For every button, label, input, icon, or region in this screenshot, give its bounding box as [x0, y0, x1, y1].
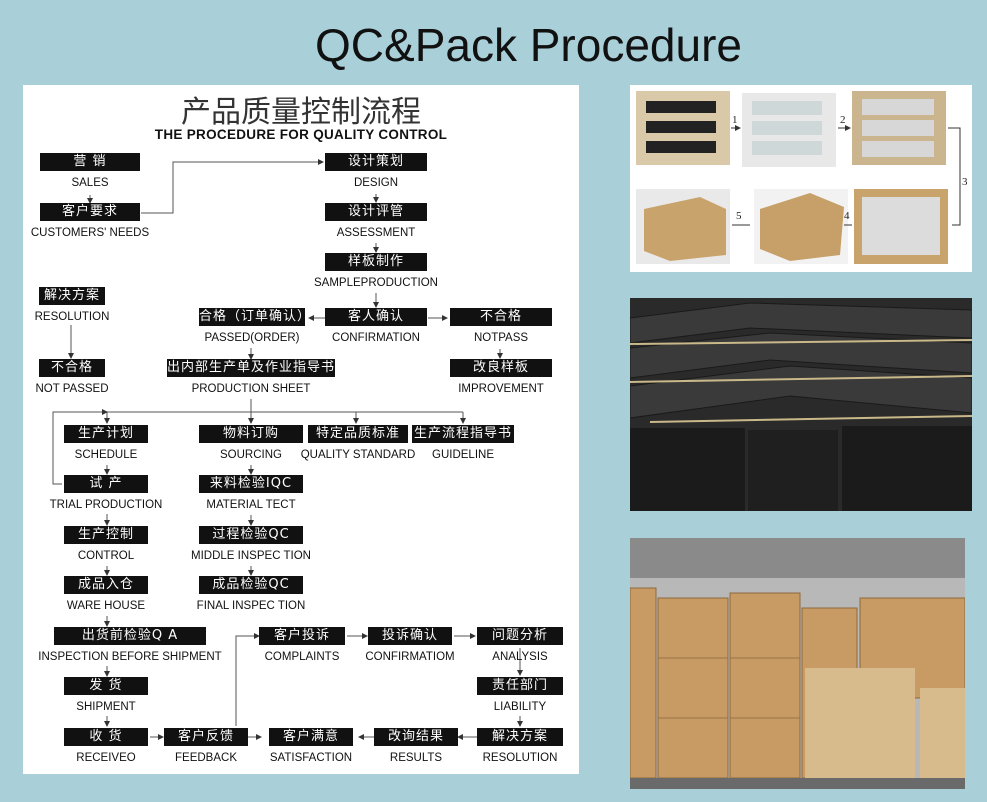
node-guideline-box: 生产流程指导书: [412, 425, 514, 443]
node-sales-label: SALES: [71, 177, 109, 189]
node-iqc-label: MATERIAL TECT: [206, 499, 296, 511]
node-satisfaction-label: SATISFACTION: [269, 752, 353, 764]
node-shipment-label: SHIPMENT: [76, 701, 136, 713]
node-passed-label: PASSED(ORDER): [204, 332, 300, 344]
node-final-box: 成品检验QC: [199, 576, 303, 594]
node-analysis-box: 问题分析: [477, 627, 563, 645]
step-4-number: 4: [844, 210, 850, 222]
node-design-box: 设计策划: [325, 153, 427, 171]
qc-flowchart: 产品质量控制流程 THE PROCEDURE FOR QUALITY CONTR…: [23, 85, 579, 774]
node-customers-box: 客户要求: [40, 203, 140, 221]
node-satisfaction-box: 客户满意: [269, 728, 353, 746]
step-5-number: 5: [736, 210, 742, 222]
node-resolution2-box: 解决方案: [477, 728, 563, 746]
node-analysis-label: ANALYSIS: [492, 651, 548, 663]
chart-en-title: THE PROCEDURE FOR QUALITY CONTROL: [154, 127, 448, 142]
node-liability-box: 责任部门: [477, 677, 563, 695]
node-confirmatiom-box: 投诉确认: [368, 627, 452, 645]
node-notpass-box: 不合格: [450, 308, 552, 326]
node-sample-label: SAMPLEPRODUCTION: [314, 277, 438, 289]
node-sample-box: 样板制作: [325, 253, 427, 271]
node-complaints-box: 客户投诉: [259, 627, 345, 645]
node-improvement-box: 改良样板: [450, 359, 552, 377]
node-middle-box: 过程检验QC: [199, 526, 303, 544]
node-confirmation-box: 客人确认: [325, 308, 427, 326]
node-inspection-box: 出货前检验Q A: [54, 627, 206, 645]
node-feedback-label: FEEDBACK: [175, 752, 237, 764]
node-qstandard-label: QUALITY STANDARD: [300, 449, 416, 461]
slide-title: QC&Pack Procedure: [315, 19, 742, 71]
node-improvement-label: IMPROVEMENT: [458, 383, 544, 395]
node-notpassed-box: 不合格: [39, 359, 105, 377]
node-resolution1-box: 解决方案: [39, 287, 105, 305]
node-schedule-label: SCHEDULE: [74, 449, 138, 461]
node-prodsheet-box: 出内部生产单及作业指导书: [167, 359, 336, 377]
node-middle-label: MIDDLE INSPEC TION: [191, 550, 311, 562]
node-warehouse-box: 成品入仓: [64, 576, 148, 594]
node-iqc-box: 来料检验IQC: [199, 475, 303, 493]
node-received-label: RECEIVEO: [76, 752, 136, 764]
black-boxes-photo: [629, 298, 973, 511]
node-results-box: 改询结果: [374, 728, 458, 746]
node-prodsheet-label: PRODUCTION SHEET: [191, 383, 311, 395]
node-guideline-label: GUIDELINE: [432, 449, 494, 461]
node-schedule-box: 生产计划: [64, 425, 148, 443]
node-feedback-box: 客户反馈: [164, 728, 248, 746]
node-customers-label: CUSTOMERS' NEEDS: [30, 227, 150, 239]
flow-connectors: [52, 159, 523, 740]
node-design-label: DESIGN: [353, 177, 399, 189]
node-liability-label: LIABILITY: [493, 701, 547, 713]
node-passed-box: 合格（订单确认）: [199, 308, 312, 326]
node-trial-box: 试 产: [64, 475, 148, 493]
node-complaints-label: COMPLAINTS: [264, 651, 340, 663]
node-trial-label: TRIAL PRODUCTION: [49, 499, 163, 511]
node-notpass-label: NOTPASS: [473, 332, 529, 344]
node-qstandard-box: 特定品质标准: [308, 425, 408, 443]
node-sourcing-label: SOURCING: [220, 449, 282, 461]
node-notpassed-label: NOT PASSED: [35, 383, 109, 395]
node-confirmation-label: CONFIRMATION: [332, 332, 420, 344]
node-control-label: CONTROL: [77, 550, 135, 562]
node-assessment-label: ASSESSMENT: [336, 227, 416, 239]
node-resolution2-label: RESOLUTION: [482, 752, 558, 764]
warehouse-photo: [629, 538, 966, 789]
node-shipment-box: 发 货: [64, 677, 148, 695]
node-resolution1-label: RESOLUTION: [34, 311, 110, 323]
node-sales-box: 营 销: [40, 153, 140, 171]
node-control-box: 生产控制: [64, 526, 148, 544]
node-inspection-label: INSPECTION BEFORE SHIPMENT: [38, 651, 222, 663]
node-warehouse-label: WARE HOUSE: [66, 600, 146, 612]
node-confirmatiom-label: CONFIRMATIOM: [365, 651, 455, 663]
node-results-label: RESULTS: [389, 752, 443, 764]
step-1-number: 1: [732, 114, 738, 126]
chart-cn-title: 产品质量控制流程: [181, 95, 421, 130]
node-sourcing-box: 物料订购: [199, 425, 303, 443]
node-received-box: 收 货: [64, 728, 148, 746]
step-2-number: 2: [840, 114, 846, 126]
node-final-label: FINAL INSPEC TION: [196, 600, 306, 612]
step-3-number: 3: [962, 176, 968, 188]
packing-steps-photo: 1 2 3 4 5: [630, 85, 972, 272]
node-assessment-box: 设计评管: [325, 203, 427, 221]
